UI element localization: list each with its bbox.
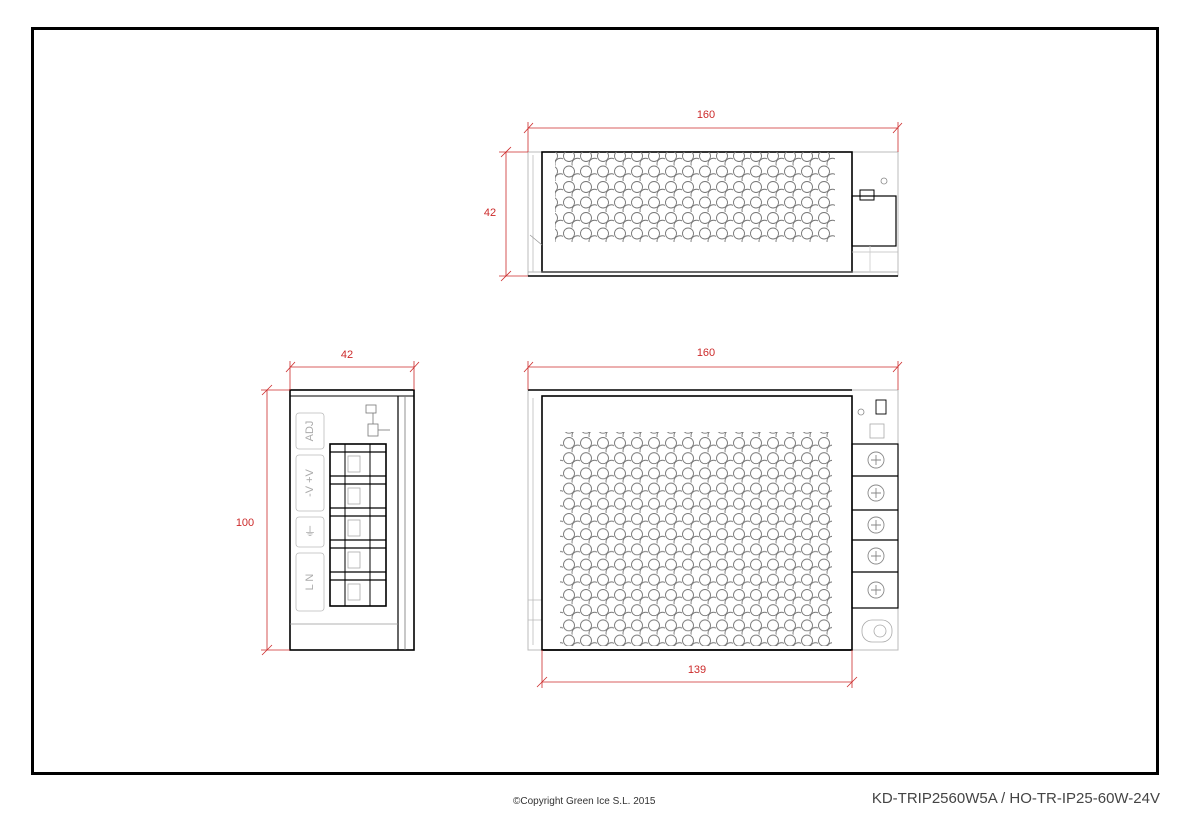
top-view-vent-holes xyxy=(555,152,835,242)
ln-label-box xyxy=(295,552,325,612)
adj-label-box xyxy=(295,412,325,450)
front-view xyxy=(527,389,899,651)
adjust-potentiometer-icon xyxy=(365,404,390,437)
side-view-height-label: 100 xyxy=(236,517,254,529)
top-view-dimension-length xyxy=(523,122,903,152)
side-view-dimension-height xyxy=(261,384,290,656)
ln-label: L N xyxy=(304,574,316,591)
side-view-terminal-block xyxy=(329,443,387,607)
earth-label: ⏚ xyxy=(304,525,316,539)
vout-label-box xyxy=(295,454,325,512)
top-view-height-label: 42 xyxy=(484,207,496,219)
front-view-terminal-strip xyxy=(851,399,899,643)
top-view xyxy=(527,151,899,277)
top-view-terminal-block xyxy=(851,195,897,247)
front-view-inner-length-label: 139 xyxy=(688,664,706,676)
side-view-width-label: 42 xyxy=(341,349,353,361)
side-view: ADJ -V +V ⏚ L N xyxy=(289,389,415,651)
top-view-length-label: 160 xyxy=(697,109,715,121)
copyright-text: ©Copyright Green Ice S.L. 2015 xyxy=(513,796,656,807)
model-number: KD-TRIP2560W5A / HO-TR-IP25-60W-24V xyxy=(871,790,1160,807)
top-view-dimension-height xyxy=(499,146,528,282)
earth-label-box xyxy=(295,516,325,548)
front-view-vent-holes xyxy=(560,432,832,646)
vout-label: -V +V xyxy=(304,468,316,496)
front-view-dimension-length xyxy=(523,361,903,390)
side-view-body xyxy=(289,389,415,651)
front-view-length-label: 160 xyxy=(697,347,715,359)
side-view-dimension-width xyxy=(285,361,420,390)
adj-label: ADJ xyxy=(304,421,316,442)
front-view-dimension-inner-length xyxy=(536,650,858,688)
